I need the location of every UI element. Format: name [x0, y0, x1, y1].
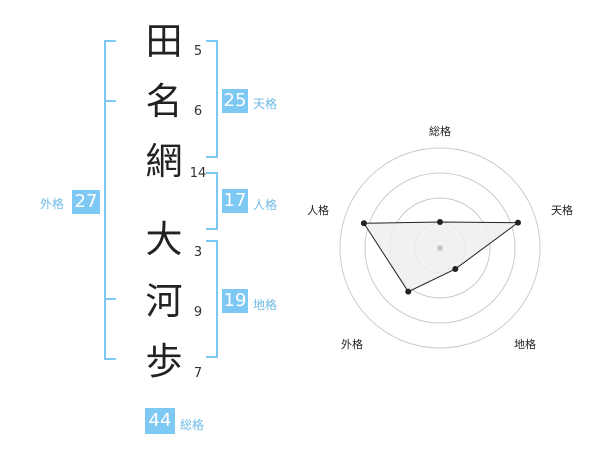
gaikaku-bracket-top	[104, 40, 116, 42]
tenkaku-bracket-bottom	[206, 156, 218, 158]
gaikaku-bracket-mid2	[104, 298, 116, 300]
radar-label-tenkaku: 天格	[551, 204, 573, 217]
radar-ring	[364, 172, 516, 324]
jinkaku-bracket-top	[206, 172, 218, 174]
name-char-2: 名	[145, 80, 183, 123]
stroke-count-6: 7	[193, 366, 203, 381]
name-char-6: 歩	[145, 340, 183, 383]
radar-label-chikaku: 地格	[514, 338, 536, 351]
tenkaku-value: 25	[222, 89, 248, 113]
gaikaku-bracket-mid1	[104, 100, 116, 102]
radar-point-2	[514, 219, 521, 226]
gaikaku-bracket-bottom	[104, 358, 116, 360]
radar-point-3	[452, 266, 459, 273]
tenkaku-bracket	[216, 40, 218, 158]
stroke-count-1: 5	[193, 44, 203, 59]
radar-point-1	[437, 219, 443, 225]
chikaku-value: 19	[222, 289, 248, 313]
radar-center	[437, 245, 443, 251]
stroke-count-4: 3	[193, 245, 203, 260]
radar-polygon	[363, 221, 520, 293]
tenkaku-bracket-top	[206, 40, 218, 42]
name-char-5: 河	[145, 280, 183, 323]
soukaku-label: 総格	[180, 418, 205, 432]
radar-point-5	[360, 220, 367, 227]
radar-label-soukaku: 総格	[429, 125, 451, 138]
chikaku-label: 地格	[253, 298, 278, 312]
chikaku-bracket	[216, 240, 218, 358]
name-char-3: 網	[145, 140, 183, 183]
radar-chart	[339, 147, 541, 349]
tenkaku-label: 天格	[253, 97, 278, 111]
stroke-count-3: 14	[189, 166, 207, 181]
gaikaku-value: 27	[72, 190, 100, 214]
name-char-4: 大	[145, 218, 183, 261]
soukaku-value: 44	[145, 408, 175, 434]
jinkaku-value: 17	[222, 189, 248, 213]
chikaku-bracket-bottom	[206, 356, 218, 358]
jinkaku-bracket-bottom	[206, 228, 218, 230]
gaikaku-bracket	[104, 40, 106, 360]
name-char-1: 田	[145, 20, 183, 63]
radar-label-gaikaku: 外格	[341, 338, 363, 351]
chikaku-bracket-top	[206, 240, 218, 242]
radar-point-4	[405, 288, 412, 295]
radar-ring	[339, 147, 541, 349]
jinkaku-bracket	[216, 172, 218, 230]
jinkaku-label: 人格	[253, 198, 278, 212]
radar-label-jinkaku: 人格	[307, 204, 329, 217]
gaikaku-label: 外格	[40, 197, 65, 211]
stroke-count-2: 6	[193, 104, 203, 119]
stroke-count-5: 9	[193, 305, 203, 320]
